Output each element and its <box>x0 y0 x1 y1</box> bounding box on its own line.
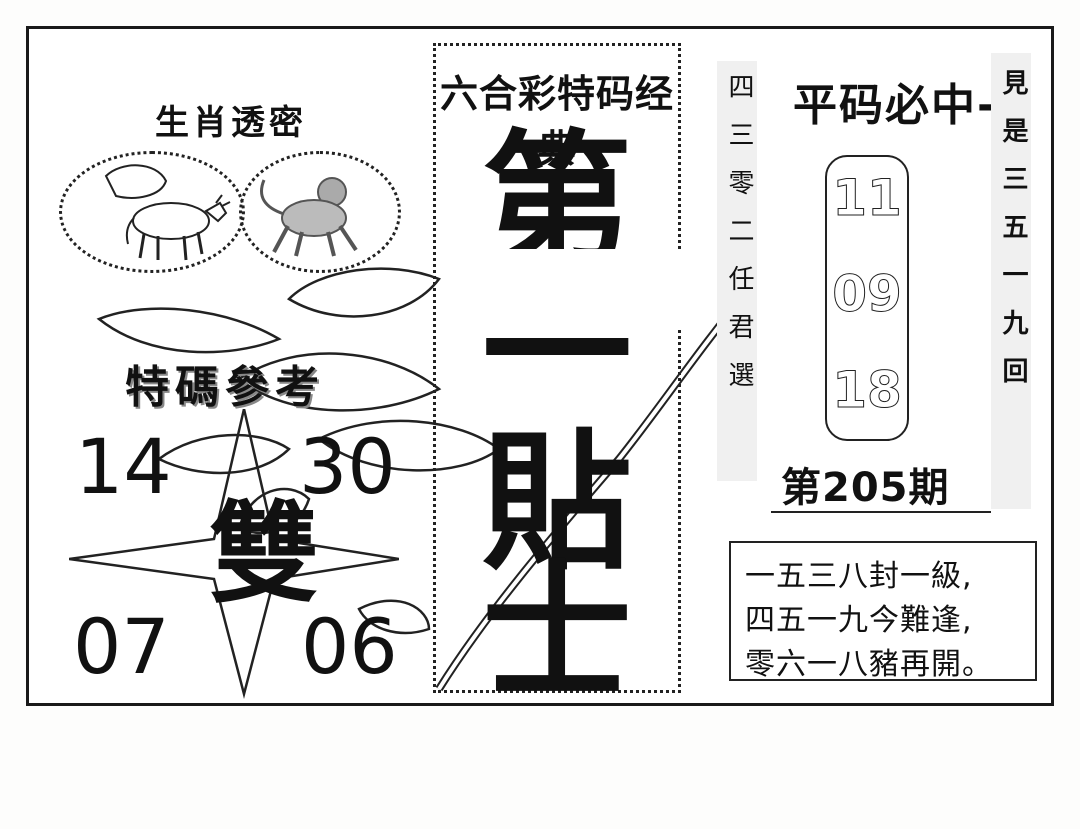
tema-number: 06 <box>301 602 398 691</box>
middle-title: 六合彩特码经典 <box>439 72 674 171</box>
zodiac-title: 生肖透密 <box>155 103 307 143</box>
middle-dotted-box <box>433 43 681 693</box>
poem-line: 一五三八封一級, <box>745 559 973 594</box>
middle-big-char: 貼 <box>481 417 632 591</box>
pingma-number: 09 <box>832 265 903 324</box>
vertical-text-right: 見是三五一九回 <box>998 69 1028 405</box>
tema-number: 30 <box>299 422 396 511</box>
poem-box <box>729 541 1037 681</box>
tema-number: 14 <box>75 422 172 511</box>
white-patch <box>443 249 705 327</box>
poem-line: 四五一九今難逢, <box>745 603 973 638</box>
monkey-icon <box>260 177 358 257</box>
tema-number: 07 <box>73 602 170 691</box>
pingma-number: 11 <box>832 169 903 228</box>
pingma-heading: 平码必中- <box>793 80 998 131</box>
right-strip-right <box>991 53 1031 509</box>
middle-big-char: 士 <box>481 547 632 721</box>
monkey-ellipse <box>239 151 401 273</box>
issue-underline <box>771 511 991 513</box>
white-patch <box>507 391 643 419</box>
vertical-text-left: 四三零二任君選 <box>724 73 754 409</box>
pingma-number-box <box>825 155 909 441</box>
shuang-character: 雙 <box>209 490 319 618</box>
tema-reference-label: 特碼參考 <box>125 362 325 413</box>
ox-icon <box>104 164 231 261</box>
pingma-number: 18 <box>832 361 903 420</box>
flower-illustration <box>96 267 753 692</box>
right-strip-left <box>717 61 757 481</box>
poem-line: 零六一八豬再開。 <box>745 647 993 682</box>
poster-frame: 生肖透密 特碼參考 1 <box>26 26 1054 721</box>
diamond-arrow-shape <box>69 409 399 699</box>
ox-ellipse <box>59 151 245 273</box>
issue-number: 第205期 <box>781 465 950 511</box>
